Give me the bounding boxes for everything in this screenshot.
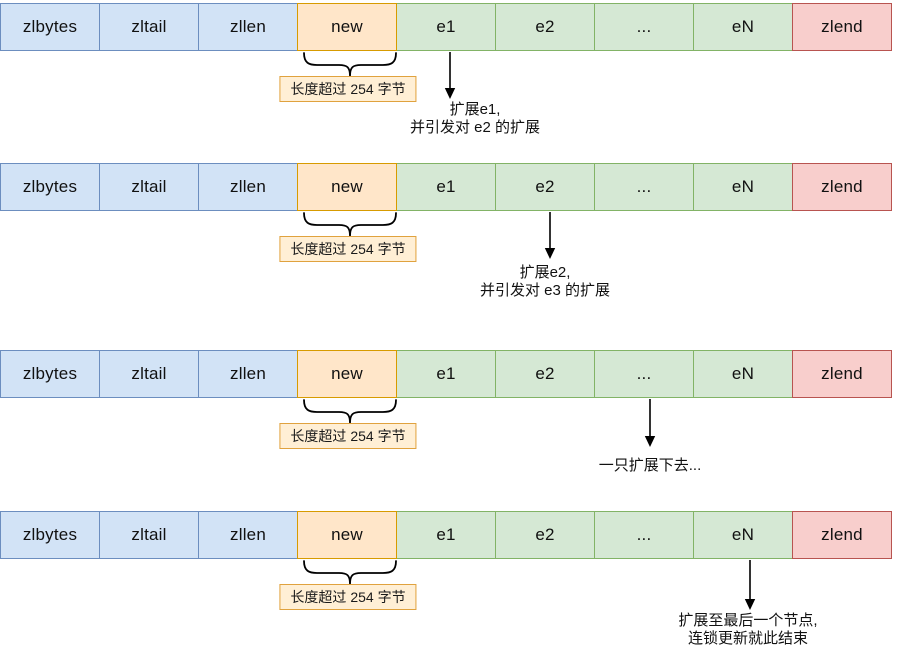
cell-new: new — [297, 3, 397, 51]
cell-zlbytes: zlbytes — [0, 163, 100, 211]
underbrace-icon — [303, 52, 397, 77]
cell-e1: e1 — [396, 163, 496, 211]
cell-ellipsis: ... — [594, 163, 694, 211]
cell-ellipsis: ... — [594, 350, 694, 398]
cell-zlbytes: zlbytes — [0, 3, 100, 51]
cell-zllen: zllen — [198, 3, 298, 51]
cell-zllen: zllen — [198, 350, 298, 398]
annotation-text-row-3: 一只扩展下去... — [599, 457, 702, 475]
cell-en: eN — [693, 511, 793, 559]
length-note: 长度超过 254 字节 — [279, 584, 417, 610]
annotation-line: 并引发对 e3 的扩展 — [479, 282, 611, 299]
annotation-line: 并引发对 e2 的扩展 — [409, 119, 541, 136]
underbrace-icon — [303, 399, 397, 424]
cell-en: eN — [693, 350, 793, 398]
length-note: 长度超过 254 字节 — [279, 76, 417, 102]
cell-zltail: zltail — [99, 350, 199, 398]
cell-zllen: zllen — [198, 163, 298, 211]
length-note: 长度超过 254 字节 — [279, 423, 417, 449]
annotation-line: 扩展至最后一个节点, — [678, 612, 818, 629]
annotation-line: 扩展e1, — [449, 101, 501, 118]
down-arrow-icon — [644, 399, 656, 447]
cell-en: eN — [693, 163, 793, 211]
annotation-text-row-2: 扩展e2,并引发对 e3 的扩展 — [480, 264, 610, 300]
cell-ellipsis: ... — [594, 511, 694, 559]
cell-zlend: zlend — [792, 163, 892, 211]
cell-e1: e1 — [396, 3, 496, 51]
cell-new: new — [297, 350, 397, 398]
length-note: 长度超过 254 字节 — [279, 236, 417, 262]
annotation-text-row-4: 扩展至最后一个节点,连锁更新就此结束 — [678, 612, 817, 648]
cell-zlend: zlend — [792, 511, 892, 559]
cell-ellipsis: ... — [594, 3, 694, 51]
cell-zlend: zlend — [792, 3, 892, 51]
underbrace-icon — [303, 212, 397, 237]
cell-zltail: zltail — [99, 163, 199, 211]
underbrace-icon — [303, 560, 397, 585]
cell-e1: e1 — [396, 511, 496, 559]
cell-zlend: zlend — [792, 350, 892, 398]
cell-en: eN — [693, 3, 793, 51]
cell-e2: e2 — [495, 511, 595, 559]
annotation-text-row-1: 扩展e1,并引发对 e2 的扩展 — [410, 101, 540, 137]
cell-zllen: zllen — [198, 511, 298, 559]
cell-zltail: zltail — [99, 3, 199, 51]
down-arrow-icon — [444, 52, 456, 99]
down-arrow-icon — [744, 560, 756, 610]
annotation-line: 连锁更新就此结束 — [687, 630, 809, 647]
down-arrow-icon — [544, 212, 556, 259]
cell-e2: e2 — [495, 3, 595, 51]
cell-e2: e2 — [495, 163, 595, 211]
cell-new: new — [297, 163, 397, 211]
cell-new: new — [297, 511, 397, 559]
cell-e1: e1 — [396, 350, 496, 398]
annotation-line: 一只扩展下去... — [598, 457, 702, 474]
cell-zltail: zltail — [99, 511, 199, 559]
cell-zlbytes: zlbytes — [0, 511, 100, 559]
cell-zlbytes: zlbytes — [0, 350, 100, 398]
cell-e2: e2 — [495, 350, 595, 398]
annotation-line: 扩展e2, — [519, 264, 571, 281]
